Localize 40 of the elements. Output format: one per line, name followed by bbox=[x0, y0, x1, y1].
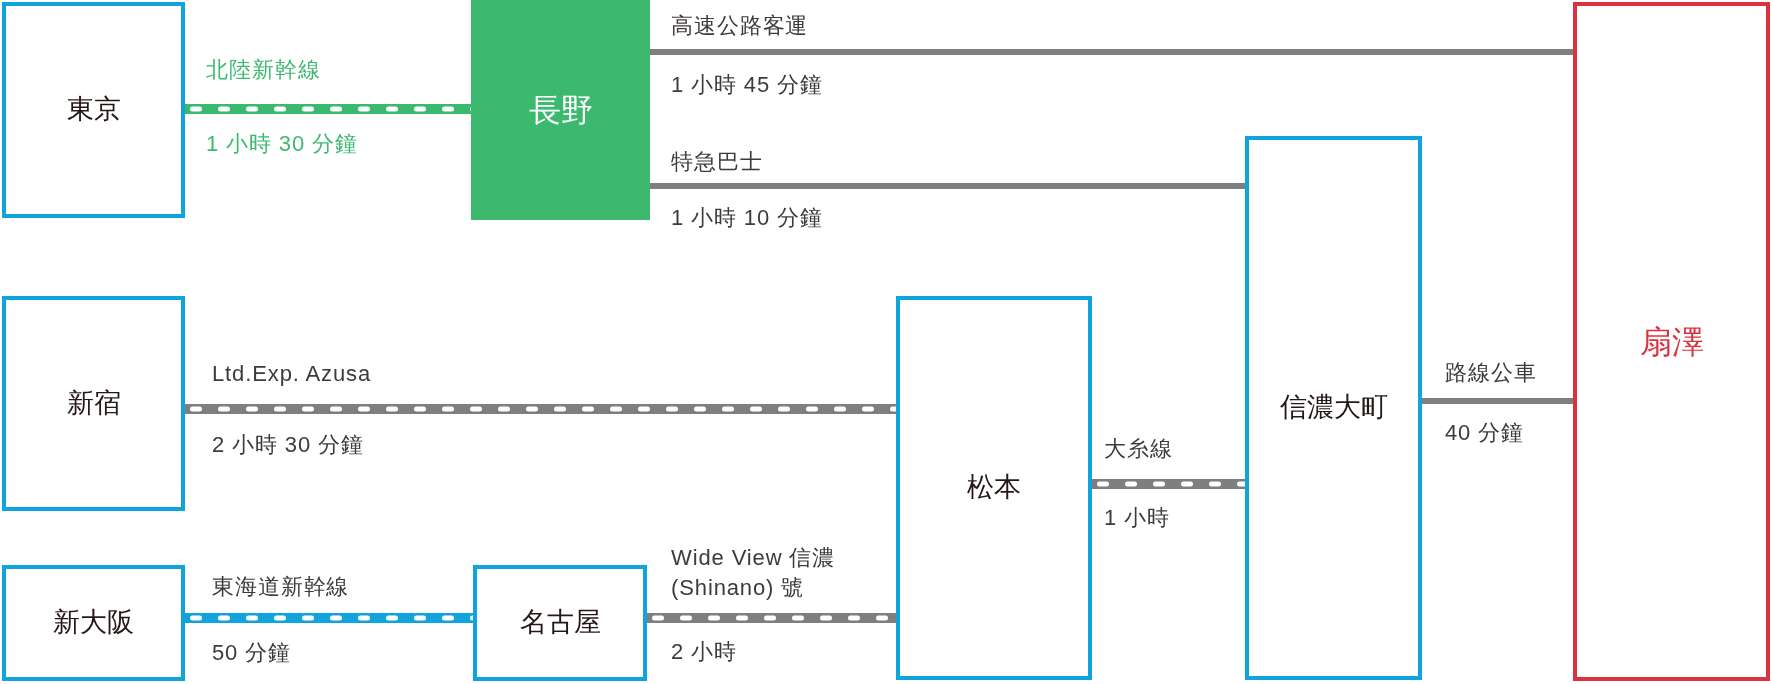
route-name-label: 大糸線 bbox=[1104, 435, 1173, 463]
station-name: 東京 bbox=[66, 93, 121, 127]
railway-line bbox=[1092, 479, 1245, 489]
route-name-label: Wide View 信濃 (Shinano) 號 bbox=[671, 544, 837, 602]
station-name: 信濃大町 bbox=[1279, 391, 1388, 425]
travel-time-label: 2 小時 bbox=[671, 638, 737, 666]
railway-line bbox=[185, 613, 473, 623]
travel-time-label: 2 小時 30 分鐘 bbox=[212, 431, 364, 459]
railway-line bbox=[185, 104, 471, 114]
station-box bbox=[471, 0, 650, 220]
railway-line bbox=[185, 404, 896, 414]
travel-time-label: 1 小時 10 分鐘 bbox=[671, 204, 823, 232]
route-name-label: 特急巴士 bbox=[671, 148, 763, 176]
railway-line bbox=[647, 613, 896, 623]
station-name: 新宿 bbox=[66, 386, 121, 420]
travel-time-label: 50 分鐘 bbox=[212, 639, 291, 667]
station-name: 扇澤 bbox=[1639, 322, 1704, 362]
route-name-label: Ltd.Exp. Azusa bbox=[212, 360, 372, 388]
station-box bbox=[1245, 136, 1422, 680]
travel-time-label: 1 小時 45 分鐘 bbox=[671, 71, 823, 99]
travel-time-label: 1 小時 30 分鐘 bbox=[206, 130, 358, 158]
station-box bbox=[2, 2, 185, 218]
route-line bbox=[650, 49, 1573, 55]
travel-time-label: 1 小時 bbox=[1104, 504, 1170, 532]
route-line bbox=[650, 183, 1245, 189]
station-name: 名古屋 bbox=[519, 606, 601, 640]
route-name-label: 東海道新幹線 bbox=[212, 573, 350, 601]
station-name: 松本 bbox=[967, 471, 1021, 505]
station-box bbox=[473, 565, 647, 681]
route-name-label: 路線公車 bbox=[1445, 359, 1537, 387]
station-box bbox=[2, 565, 185, 681]
station-box bbox=[896, 296, 1092, 680]
station-name: 長野 bbox=[528, 91, 593, 130]
route-line bbox=[1422, 398, 1573, 404]
route-name-label: 北陸新幹線 bbox=[206, 56, 321, 84]
station-box bbox=[2, 296, 185, 511]
route-name-label: 高速公路客運 bbox=[671, 12, 809, 40]
station-box bbox=[1573, 2, 1770, 681]
travel-time-label: 40 分鐘 bbox=[1445, 419, 1524, 447]
station-name: 新大阪 bbox=[53, 606, 134, 640]
